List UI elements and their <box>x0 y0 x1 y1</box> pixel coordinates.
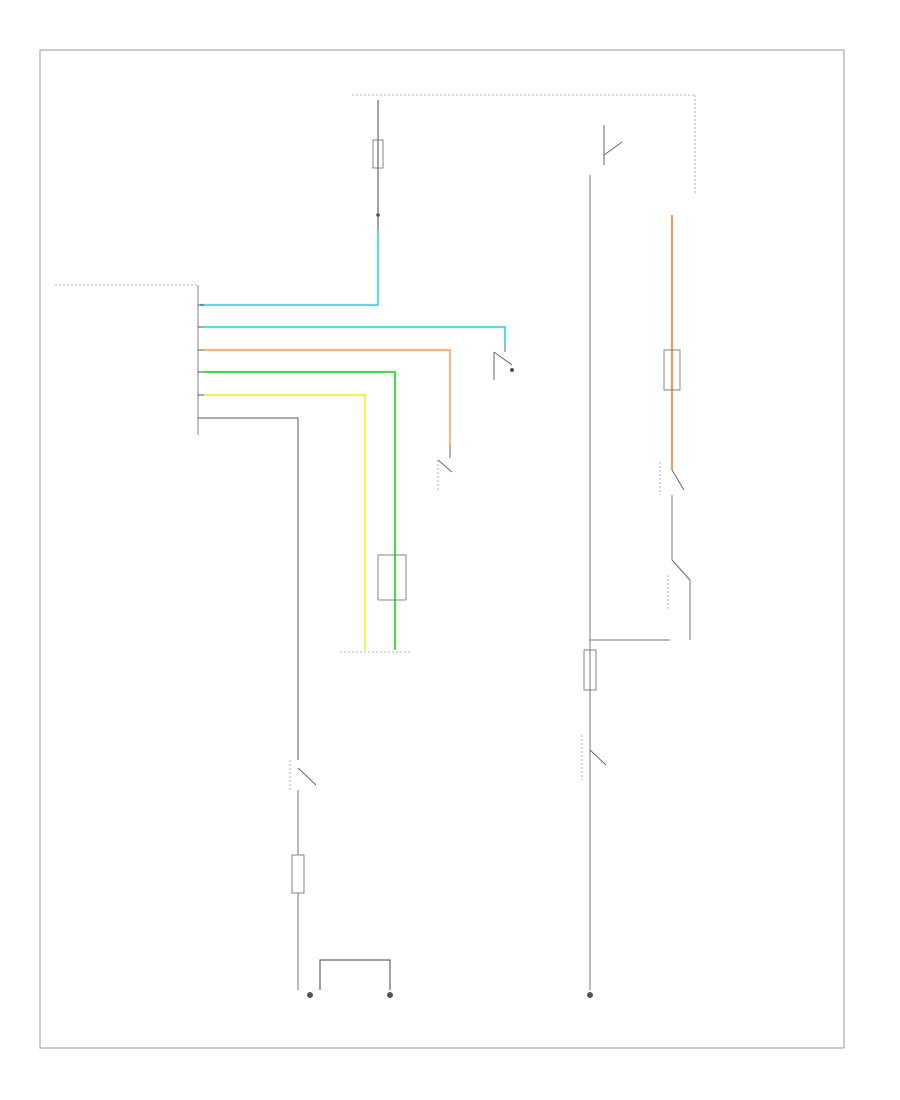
wire-cyan-1 <box>200 230 380 307</box>
ground-link <box>319 959 391 990</box>
ground-symbol-3 <box>587 992 593 998</box>
switch-orange <box>437 445 453 490</box>
wire-black-left <box>204 417 299 760</box>
module-box <box>377 554 407 601</box>
diagram-frame <box>39 49 845 1049</box>
switch-left <box>289 760 317 990</box>
right-circuit <box>581 125 670 990</box>
wire-cyan-2 <box>204 325 507 345</box>
wire-green <box>204 370 397 650</box>
fuse-symbol <box>372 139 384 169</box>
wire-yellow <box>204 393 367 650</box>
switch-right-stack <box>659 349 691 640</box>
ground-symbol-2 <box>387 992 393 998</box>
bcm-pins <box>198 304 204 419</box>
switch-cyan <box>493 345 514 380</box>
connector-pin <box>376 213 380 217</box>
ground-symbol-1 <box>307 992 313 998</box>
wire-orange <box>204 348 452 445</box>
